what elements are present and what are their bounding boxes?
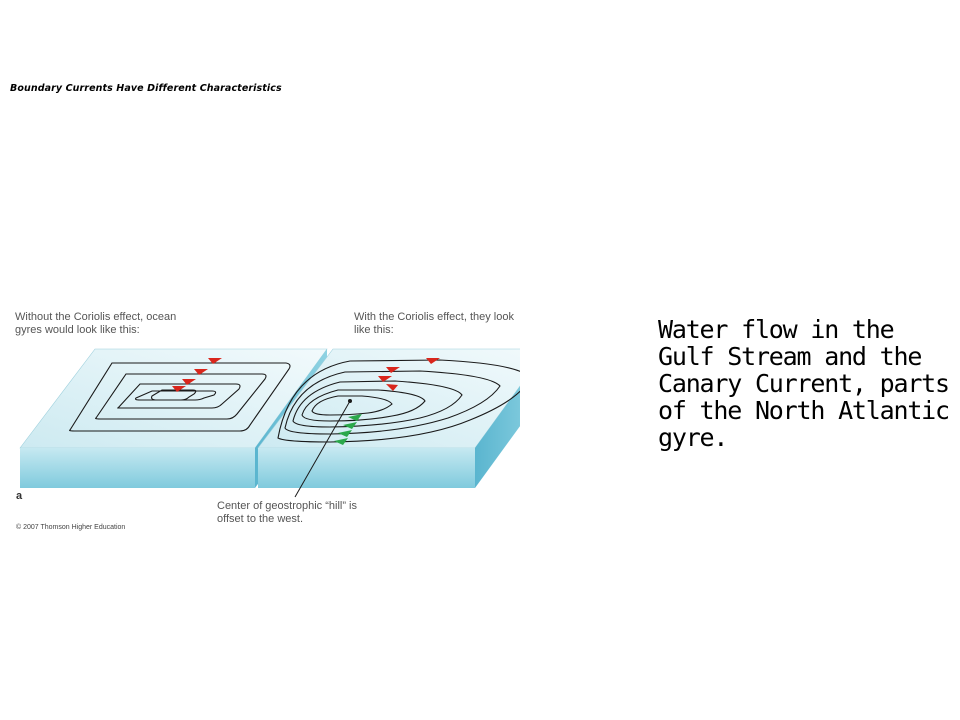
copyright-note: © 2007 Thomson Higher Education bbox=[16, 524, 125, 531]
left-block-front bbox=[20, 448, 255, 488]
caption-with-coriolis: With the Coriolis effect, they look like… bbox=[354, 311, 514, 337]
right-block-front bbox=[258, 448, 475, 488]
slide-title: Boundary Currents Have Different Charact… bbox=[10, 83, 282, 94]
caption-without-coriolis: Without the Coriolis effect, ocean gyres… bbox=[15, 311, 205, 337]
body-text: Water flow in the Gulf Stream and the Ca… bbox=[658, 316, 958, 451]
figure-label: a bbox=[16, 490, 22, 502]
caption-geostrophic-hill: Center of geostrophic “hill” is offset t… bbox=[217, 500, 357, 526]
